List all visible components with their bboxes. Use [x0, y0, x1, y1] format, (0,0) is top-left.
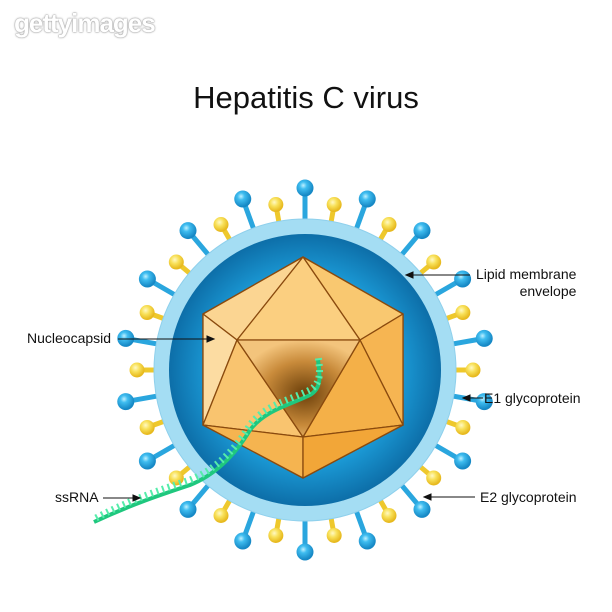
e2-glycoprotein-icon	[179, 500, 197, 518]
e2-glycoprotein-icon	[475, 329, 493, 347]
e1-glycoprotein-icon	[139, 419, 155, 435]
e2-glycoprotein-icon	[179, 222, 197, 240]
e1-glycoprotein-icon	[381, 217, 397, 233]
e2-glycoprotein-icon	[138, 270, 156, 288]
e1-glycoprotein-icon	[139, 305, 155, 321]
e2-glycoprotein-icon	[234, 532, 252, 550]
label-nucleocapsid: Nucleocapsid	[27, 330, 112, 346]
e1-glycoprotein-icon	[129, 362, 145, 378]
e2-glycoprotein-icon	[454, 452, 472, 470]
e2-glycoprotein-icon	[296, 179, 314, 197]
e1-glycoprotein-icon	[455, 419, 471, 435]
e1-glycoprotein-icon	[381, 507, 397, 523]
ssrna-strand	[93, 354, 324, 524]
e1-glycoprotein-icon	[268, 197, 284, 213]
e2-glycoprotein-icon	[413, 500, 431, 518]
nucleocapsid-icosahedron	[202, 256, 404, 479]
e2-glycoprotein-icon	[234, 190, 252, 208]
e2-glycoprotein-icon	[358, 190, 376, 208]
watermark: gettyimages	[14, 8, 156, 38]
label-e1-glycoprotein: E1 glycoprotein	[484, 390, 581, 406]
e2-glycoprotein-icon	[358, 532, 376, 550]
e2-glycoprotein-icon	[475, 393, 493, 411]
e1-glycoprotein-icon	[465, 362, 481, 378]
e1-glycoprotein-icon	[213, 507, 229, 523]
e1-glycoprotein-icon	[168, 254, 184, 270]
leader-lines	[103, 271, 483, 502]
e1-glycoprotein-icon	[268, 527, 284, 543]
e1-glycoprotein-icon	[213, 217, 229, 233]
e2-glycoprotein-icon	[117, 329, 135, 347]
e1-glycoprotein-icon	[326, 197, 342, 213]
e2-glycoprotein-icon	[413, 222, 431, 240]
e1-glycoprotein-icon	[426, 470, 442, 486]
diagram-title: Hepatitis C virus	[193, 80, 419, 115]
label-ssrna: ssRNA	[55, 489, 99, 505]
e2-glycoprotein-icon	[454, 270, 472, 288]
e2-glycoprotein-icon	[138, 452, 156, 470]
e1-glycoprotein-icon	[455, 305, 471, 321]
e1-glycoprotein-icon	[426, 254, 442, 270]
e2-glycoprotein-icon	[117, 393, 135, 411]
e1-glycoprotein-icon	[168, 470, 184, 486]
label-lipid-membrane: Lipid membrane envelope	[476, 266, 577, 299]
e1-glycoprotein-icon	[326, 527, 342, 543]
label-e2-glycoprotein: E2 glycoprotein	[480, 489, 577, 505]
e2-glycoprotein-icon	[296, 543, 314, 561]
